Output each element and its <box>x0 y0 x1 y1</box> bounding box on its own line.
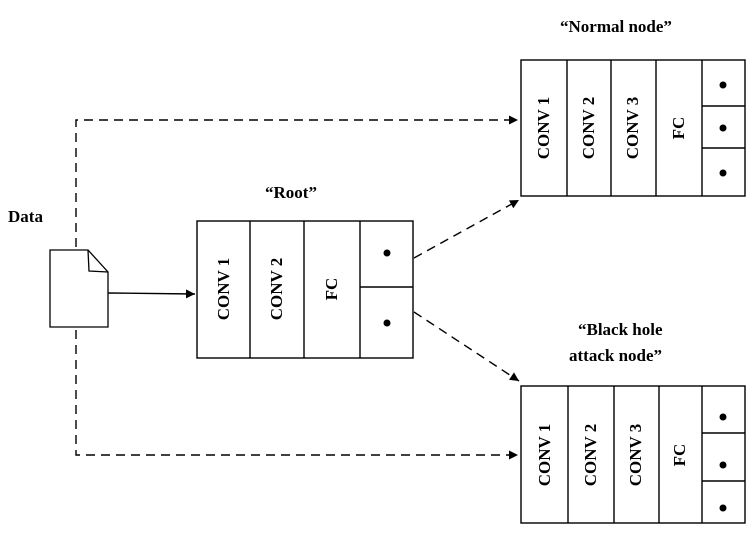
data-to-attack-node-link <box>75 330 518 460</box>
root-to-attack-node-link <box>413 311 520 382</box>
root-layer-conv2: CONV 2 <box>267 257 286 321</box>
root-to-normal-node-link <box>413 199 520 259</box>
root-layer-conv1: CONV 1 <box>214 257 233 321</box>
normal-node-output-dot-3 <box>719 169 727 177</box>
root-output-dot-1 <box>383 249 391 257</box>
attack-node-title-line1: “Black hole <box>578 320 663 339</box>
normal-node-output-dot-2 <box>719 124 727 132</box>
attack-node-block <box>520 385 746 524</box>
normal-node-layer-conv3: CONV 3 <box>623 96 642 160</box>
attack-node-output-dot-1 <box>719 413 727 421</box>
root-layer-fc: FC <box>322 277 341 301</box>
attack-node-layer-conv1: CONV 1 <box>535 423 554 487</box>
attack-node-layer-conv3: CONV 3 <box>626 423 645 487</box>
attack-node-layer-conv2: CONV 2 <box>581 423 600 487</box>
root-block <box>196 220 414 359</box>
normal-node-block <box>520 59 746 197</box>
data-to-root-link <box>107 289 196 299</box>
attack-node-output-dot-2 <box>719 461 727 469</box>
normal-node-output-dot-1 <box>719 81 727 89</box>
root-title: “Root” <box>265 183 317 202</box>
normal-node-title: “Normal node” <box>560 17 672 36</box>
data-document-icon <box>49 249 109 328</box>
normal-node-layer-fc: FC <box>669 116 688 140</box>
normal-node-layer-conv1: CONV 1 <box>534 96 553 160</box>
data-label: Data <box>8 207 43 226</box>
attack-node-layer-fc: FC <box>670 443 689 467</box>
attack-node-output-dot-3 <box>719 504 727 512</box>
root-output-dot-2 <box>383 319 391 327</box>
normal-node-layer-conv2: CONV 2 <box>579 96 598 160</box>
data-to-normal-node-link <box>75 115 518 247</box>
attack-node-title-line2: attack node” <box>569 346 663 365</box>
